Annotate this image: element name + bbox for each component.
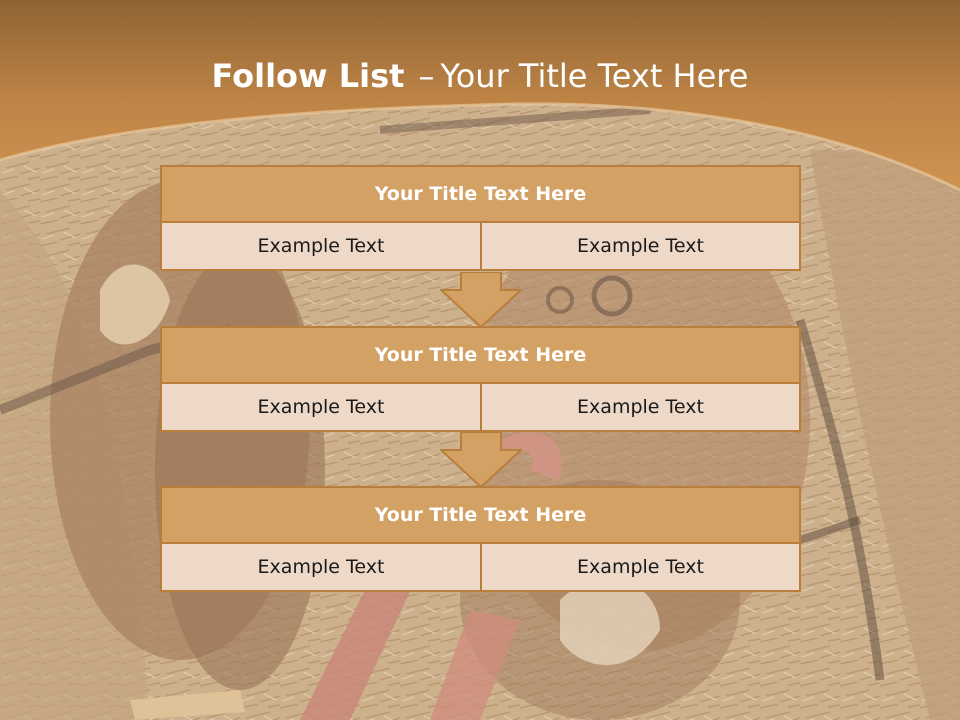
block-title: Your Title Text Here xyxy=(160,486,801,544)
block-title: Your Title Text Here xyxy=(160,165,801,223)
list-block-3: Your Title Text Here Example Text Exampl… xyxy=(160,486,801,592)
title-rest: Your Title Text Here xyxy=(440,57,749,95)
slide-title: Follow List–Your Title Text Here xyxy=(0,52,960,100)
list-block-1: Your Title Text Here Example Text Exampl… xyxy=(160,165,801,271)
title-separator: – xyxy=(418,57,435,95)
block-cell-right: Example Text xyxy=(480,542,801,592)
block-cell-right: Example Text xyxy=(480,221,801,271)
down-arrow-icon xyxy=(440,272,522,328)
block-title: Your Title Text Here xyxy=(160,326,801,384)
title-bold: Follow List xyxy=(211,57,405,95)
block-cell-right: Example Text xyxy=(480,382,801,432)
list-block-2: Your Title Text Here Example Text Exampl… xyxy=(160,326,801,432)
block-cell-left: Example Text xyxy=(160,221,482,271)
block-cell-left: Example Text xyxy=(160,382,482,432)
block-cell-left: Example Text xyxy=(160,542,482,592)
down-arrow-icon xyxy=(440,432,522,488)
